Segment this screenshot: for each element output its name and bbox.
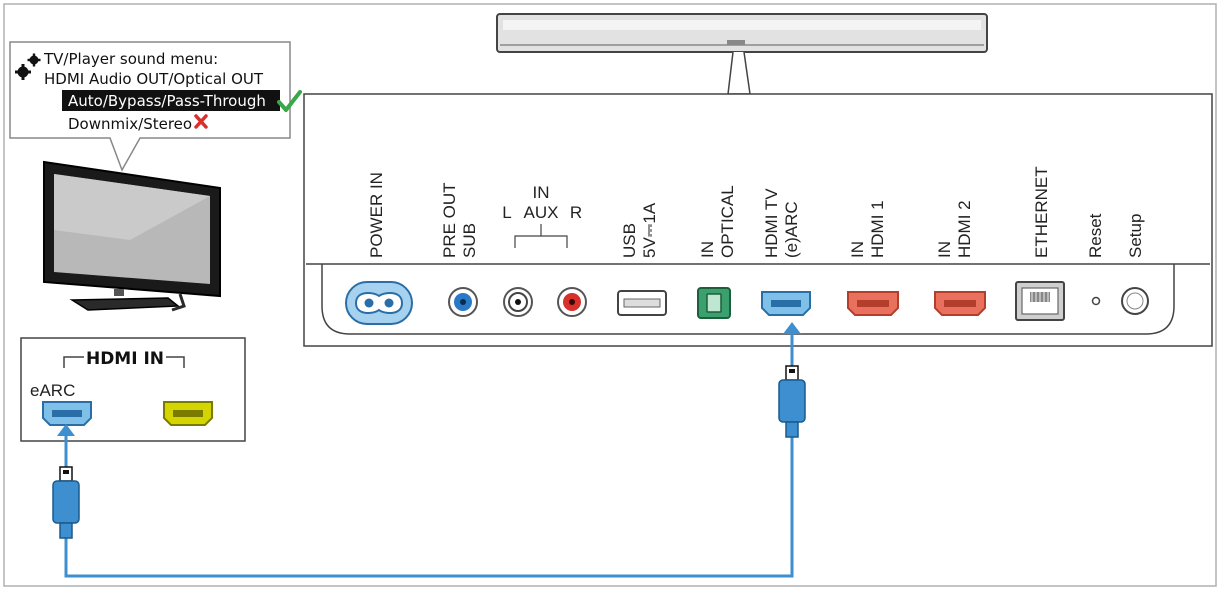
menu-option-highlight (62, 90, 280, 111)
hdmi-in-bracket-left (63, 356, 84, 368)
label-hdmi1-in: IN (848, 241, 867, 258)
label-hdmi2: HDMI 2 (955, 200, 974, 258)
optical-port (697, 287, 731, 319)
label-hdmi2-in: IN (935, 241, 954, 258)
label-hdmi1: HDMI 1 (868, 200, 887, 258)
label-optical: OPTICAL (718, 185, 737, 258)
label-setup: Setup (1126, 214, 1145, 258)
menu-option-downmix: Downmix/Stereo (68, 115, 192, 133)
label-pre-out: PRE OUT (440, 182, 459, 258)
usb-port (617, 290, 667, 316)
label-reset: Reset (1086, 213, 1105, 258)
cross-icon (194, 114, 208, 129)
soundbar (496, 13, 988, 53)
reset-button (1091, 296, 1101, 306)
label-hdmi-tv: HDMI TV (762, 188, 781, 258)
hdmi-cable (52, 322, 806, 578)
tv (43, 160, 221, 312)
label-aux: AUX (524, 203, 559, 222)
label-aux-l: L (502, 203, 511, 222)
label-optical-in: IN (698, 241, 717, 258)
menu-option-auto: Auto/Bypass/Pass-Through (68, 92, 266, 110)
label-earc: (e)ARC (782, 201, 801, 258)
label-usb-power: 5V⎓1A (640, 202, 659, 258)
label-power-in: POWER IN (367, 172, 386, 258)
hdmi-tv-earc-port (761, 291, 811, 316)
tv-hdmi-in-title: HDMI IN (86, 349, 164, 369)
label-ethernet: ETHERNET (1032, 166, 1051, 258)
port-labels: POWER IN PRE OUT SUB IN AUX L R USB 5V⎓1… (367, 166, 1145, 258)
tv-earc-port (42, 401, 92, 426)
menu-subtitle: HDMI Audio OUT/Optical OUT (44, 70, 264, 88)
menu-title: TV/Player sound menu: (43, 50, 218, 68)
check-icon (277, 90, 302, 112)
port-strip (306, 263, 1210, 335)
gear-icon (15, 53, 41, 80)
aux-r-port (557, 287, 587, 317)
aux-l-port (503, 287, 533, 317)
tv-hdmi-port-2 (163, 401, 213, 426)
arrow-up-icon (57, 424, 75, 436)
label-aux-in: IN (533, 183, 550, 202)
power-in-port (345, 281, 413, 325)
label-sub: SUB (460, 223, 479, 258)
hdmi2-port (934, 291, 986, 316)
hdmi-in-bracket-right (166, 356, 185, 368)
hdmi1-port (847, 291, 899, 316)
sub-out-port (448, 287, 478, 317)
tv-earc-label: eARC (30, 381, 75, 400)
setup-button (1121, 287, 1149, 315)
arrow-up-icon (783, 322, 801, 334)
ethernet-port (1015, 281, 1065, 321)
label-aux-r: R (570, 203, 582, 222)
label-usb: USB (620, 223, 639, 258)
